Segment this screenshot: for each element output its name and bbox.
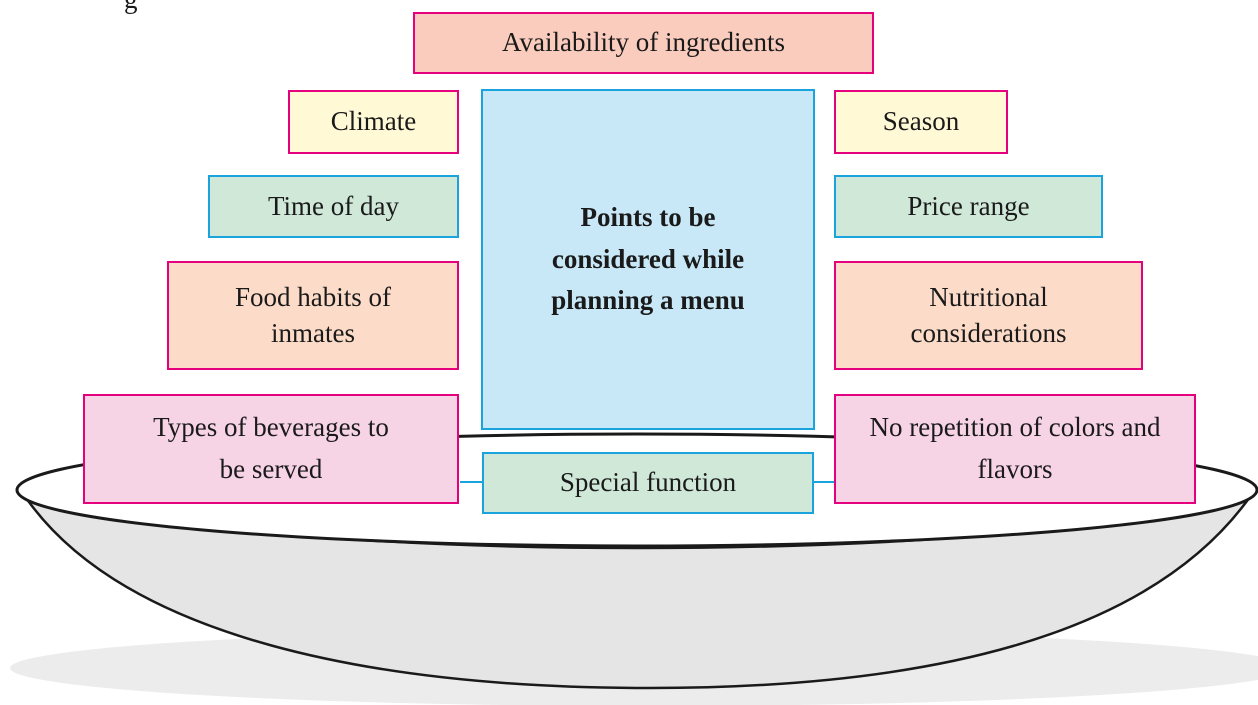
box-food-habits: Food habits of inmates [167, 261, 459, 370]
header-fragment: g [124, 0, 138, 13]
box-climate: Climate [288, 90, 459, 154]
box-nutritional-considerations: Nutritional considerations [834, 261, 1143, 370]
box-special-function: Special function [482, 452, 814, 514]
box-price-range: Price range [834, 175, 1103, 238]
box-types-of-beverages: Types of beverages to be served [83, 394, 459, 504]
center-title-box: Points to be considered while planning a… [481, 89, 815, 430]
box-no-repetition: No repetition of colors and flavors [834, 394, 1196, 504]
box-time-of-day: Time of day [208, 175, 459, 238]
box-availability-of-ingredients: Availability of ingredients [413, 12, 874, 74]
box-season: Season [834, 90, 1008, 154]
